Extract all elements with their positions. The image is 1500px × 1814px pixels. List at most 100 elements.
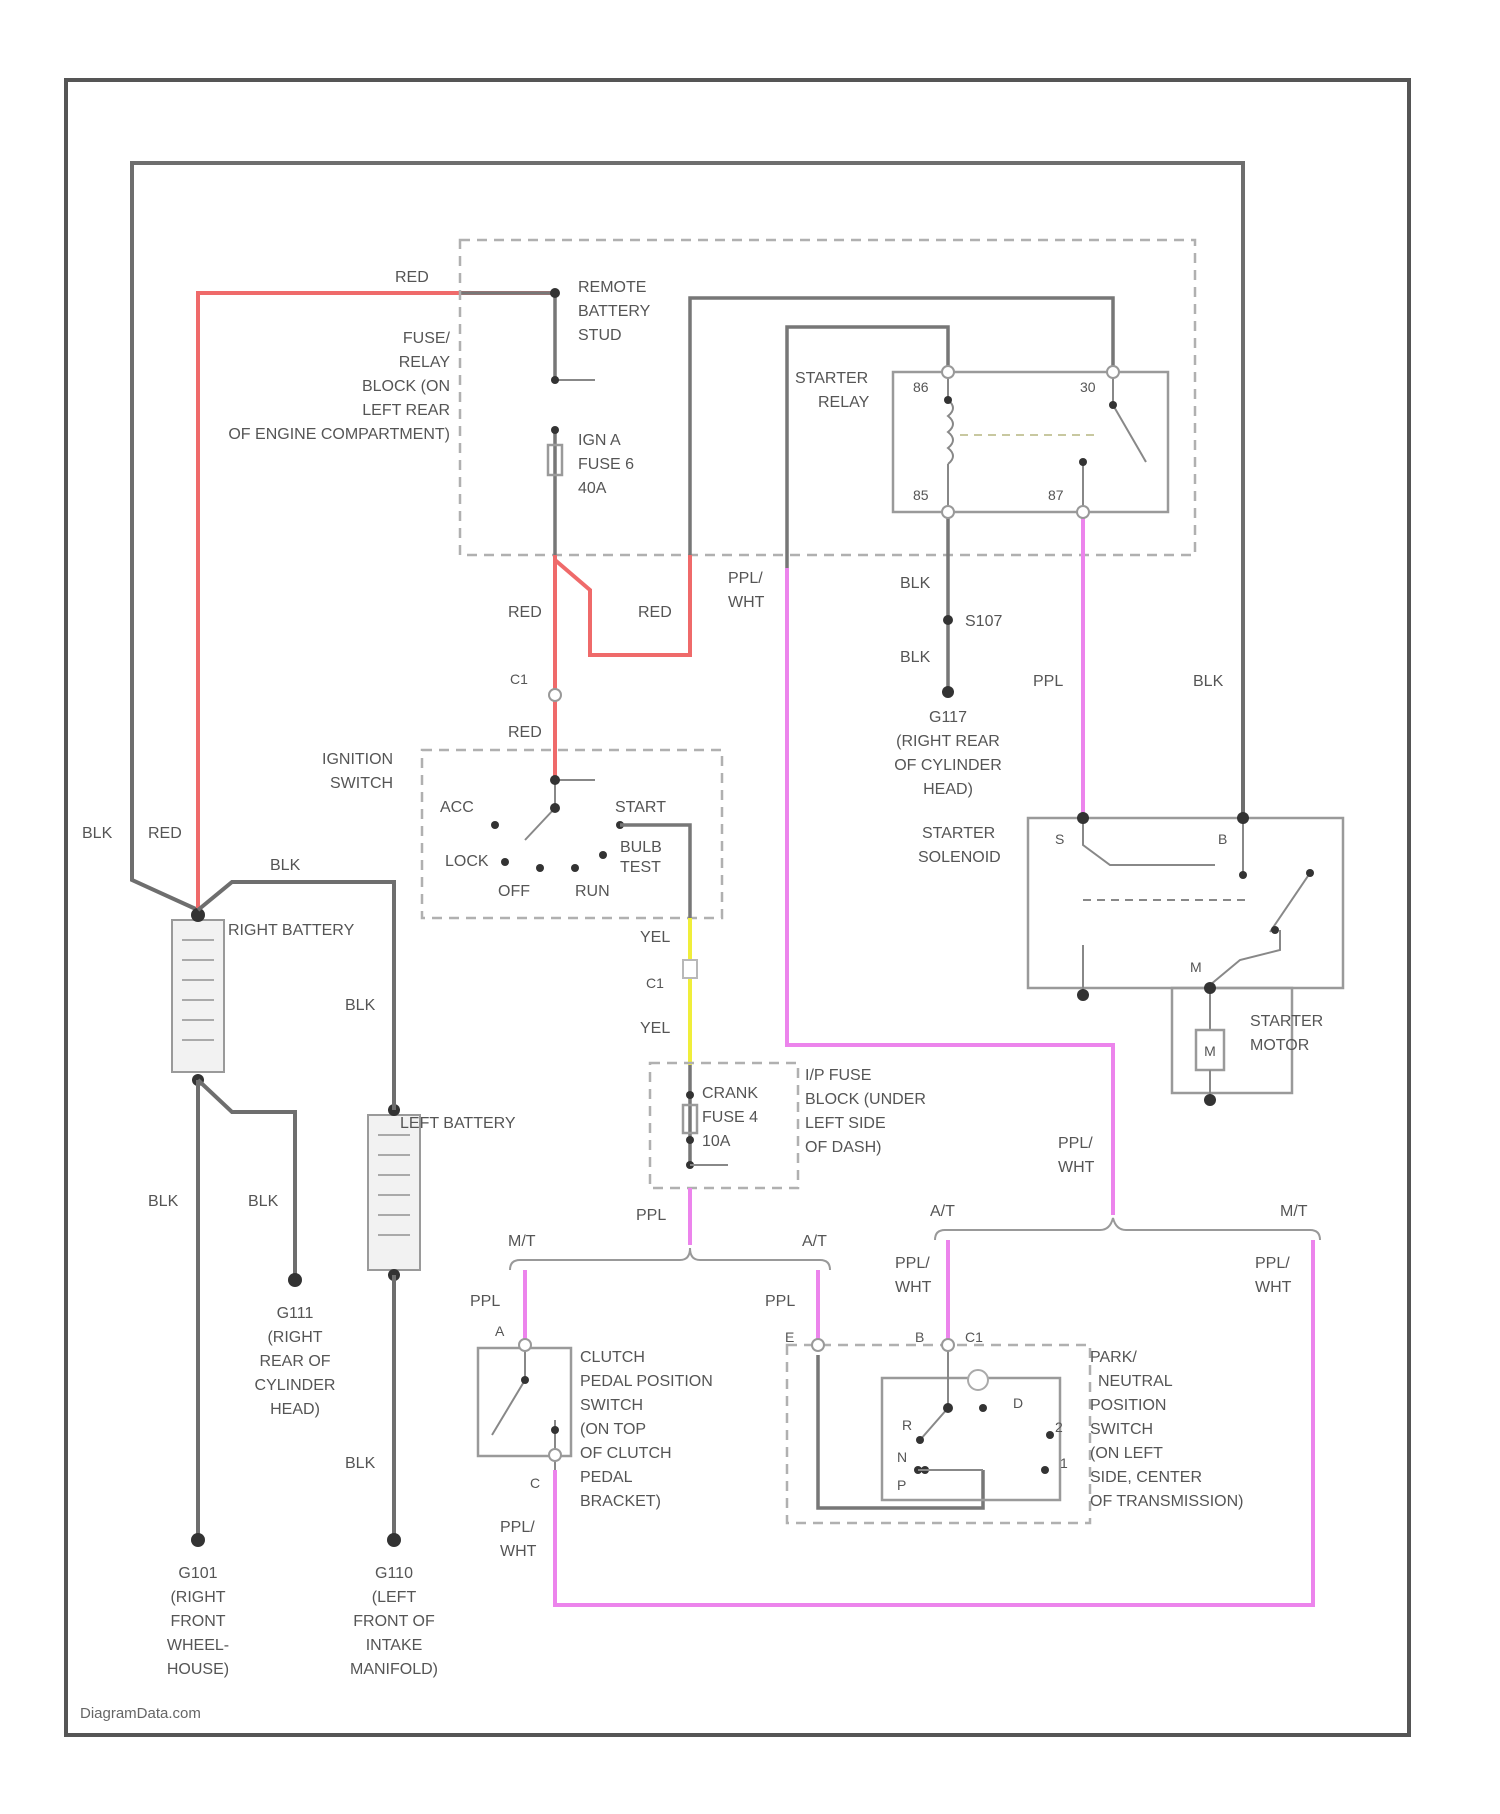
label-at-right: A/T (930, 1203, 955, 1220)
crank-fuse-node (686, 1091, 694, 1099)
relay-terminal-85 (942, 506, 954, 518)
label-pnp-n: N (897, 1449, 907, 1465)
label-crank-2: FUSE 4 (702, 1109, 758, 1126)
label-red-mid: RED (508, 604, 542, 621)
label-clutch-2: PEDAL POSITION (580, 1373, 713, 1390)
label-blk-solenoid: BLK (1193, 673, 1224, 690)
label-ppl-pnp: PPL (765, 1293, 795, 1310)
label-blk-left-batt: BLK (345, 997, 376, 1014)
label-fuse-block-2: RELAY (399, 354, 451, 371)
solenoid-node (1271, 926, 1279, 934)
label-clutch-3: SWITCH (580, 1397, 643, 1414)
right-battery-positive (191, 908, 205, 922)
label-g110-4: INTAKE (366, 1637, 423, 1654)
watermark: DiagramData.com (80, 1705, 201, 1722)
pnp-switch-boundary (787, 1345, 1090, 1523)
solenoid-node (1306, 869, 1314, 877)
pnp-2-contact (1046, 1431, 1054, 1439)
pnp-1-contact (1041, 1466, 1049, 1474)
label-relay-pin-30: 30 (1080, 379, 1096, 395)
label-g111-4: CYLINDER (255, 1377, 336, 1394)
ground-g101 (191, 1533, 205, 1547)
label-blk-g110: BLK (345, 1455, 376, 1472)
label-relay-pin-87: 87 (1048, 487, 1064, 503)
relay-switch-arm (1113, 405, 1146, 462)
label-blk-left: BLK (82, 825, 113, 842)
label-g111-2: (RIGHT (267, 1329, 322, 1346)
ignition-switch-boundary (422, 750, 722, 918)
label-ppl-crank: PPL (636, 1207, 666, 1224)
label-g101-2: (RIGHT (170, 1589, 225, 1606)
label-pplwht-mt-1: PPL/ (1255, 1255, 1290, 1272)
label-yel-2: YEL (640, 1020, 670, 1037)
bracket-mt-at-left (510, 1248, 830, 1270)
connector-c1-yel (683, 960, 697, 978)
fuse-node (551, 376, 559, 384)
label-motor-2: MOTOR (1250, 1037, 1309, 1054)
label-c1-yel: C1 (646, 975, 664, 991)
wire-blk-g111 (198, 1080, 295, 1280)
wire-blk-top-loop (132, 163, 1243, 910)
bracket-at-mt-right (935, 1218, 1320, 1240)
label-s107: S107 (965, 613, 1002, 630)
solenoid-s-terminal (1077, 812, 1089, 824)
label-ign-off: OFF (498, 883, 530, 900)
starter-solenoid-box (1028, 818, 1343, 988)
right-battery (172, 920, 224, 1072)
label-ign-run: RUN (575, 883, 610, 900)
stud-node (550, 288, 560, 298)
solenoid-node (1239, 871, 1247, 879)
crank-fuse-node (686, 1136, 694, 1144)
label-mt-right: M/T (1280, 1203, 1308, 1220)
label-pplwht-right-2: WHT (1058, 1159, 1095, 1176)
label-clutch-5: OF CLUTCH (580, 1445, 672, 1462)
label-red-loop: RED (638, 604, 672, 621)
ign-blade (525, 808, 555, 840)
solenoid-b-terminal (1237, 812, 1249, 824)
wire-fuse-to-relay30 (690, 298, 1113, 555)
label-g101-4: WHEEL- (167, 1637, 229, 1654)
relay-terminal-86 (942, 366, 954, 378)
label-clutch-1: CLUTCH (580, 1349, 645, 1366)
pnp-d-contact (979, 1404, 987, 1412)
label-g110-3: FRONT OF (353, 1613, 435, 1630)
label-g111-3: REAR OF (259, 1353, 330, 1370)
label-ip-fuse-2: BLOCK (UNDER (805, 1091, 926, 1108)
label-fuse6-1: IGN A (578, 432, 621, 449)
label-pnp-1: PARK/ (1090, 1349, 1137, 1366)
clutch-node (551, 1426, 559, 1434)
label-relay-1: STARTER (795, 370, 868, 387)
label-red-ign: RED (508, 724, 542, 741)
label-pplwht-relay-1: PPL/ (728, 570, 763, 587)
ign-off-contact (536, 864, 544, 872)
label-solenoid-b: B (1218, 831, 1227, 847)
label-fuse6-3: 40A (578, 480, 607, 497)
label-g101-3: FRONT (170, 1613, 225, 1630)
label-g110-5: MANIFOLD) (350, 1661, 438, 1678)
ign-run-contact (599, 851, 607, 859)
label-g101-5: HOUSE) (167, 1661, 229, 1678)
wire-relay86-feed (787, 327, 948, 1045)
label-fuse-block-1: FUSE/ (403, 330, 451, 347)
label-pplwht-clutch-2: WHT (500, 1543, 537, 1560)
diagram-frame (66, 80, 1409, 1735)
label-ppl-clutch: PPL (470, 1293, 500, 1310)
label-blk-g101: BLK (148, 1193, 179, 1210)
label-g111-5: HEAD) (270, 1401, 320, 1418)
label-relay-pin-86: 86 (913, 379, 929, 395)
label-pin-c: C (530, 1475, 540, 1491)
label-g117-3: OF CYLINDER (894, 757, 1002, 774)
label-crank-1: CRANK (702, 1085, 758, 1102)
label-stud-3: STUD (578, 327, 622, 344)
label-red-top: RED (395, 269, 429, 286)
relay-terminal-30 (1107, 366, 1119, 378)
label-pnp-6: SIDE, CENTER (1090, 1469, 1202, 1486)
label-solenoid-m: M (1190, 959, 1202, 975)
label-ign-start: START (615, 799, 666, 816)
solenoid-ground (1077, 989, 1089, 1001)
label-pnp-4: SWITCH (1090, 1421, 1153, 1438)
motor-terminal (1204, 982, 1216, 994)
label-pin-a: A (495, 1323, 505, 1339)
label-solenoid-1: STARTER (922, 825, 995, 842)
label-blk-link: BLK (270, 857, 301, 874)
